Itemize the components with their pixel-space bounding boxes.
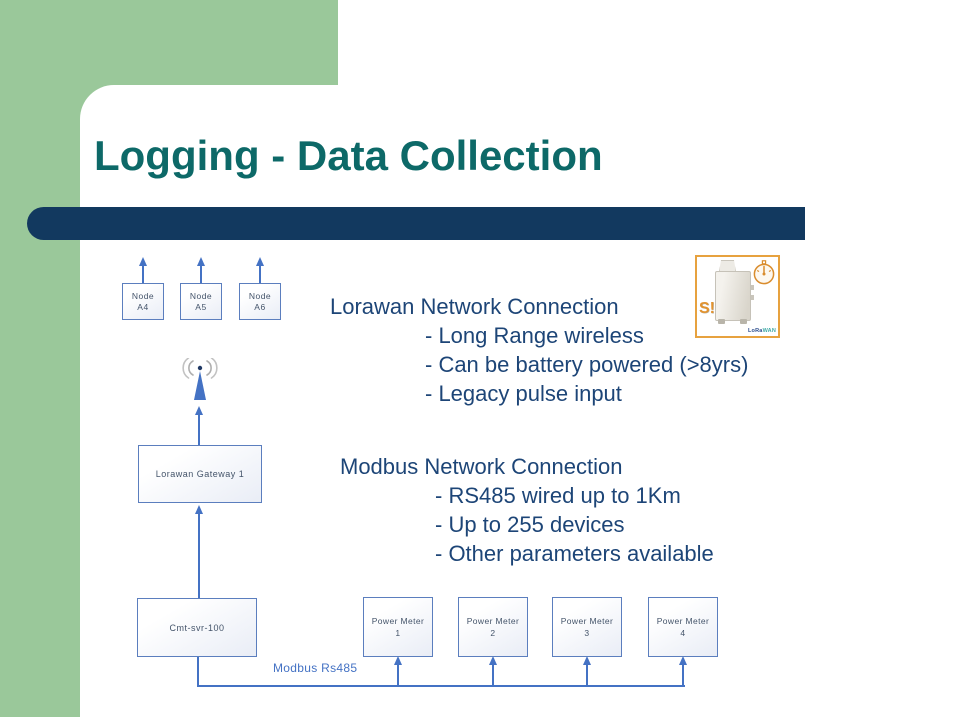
node-name: Node <box>131 290 155 301</box>
up-arrow-icon <box>255 257 264 266</box>
bullet-item: - Can be battery powered (>8yrs) <box>425 352 749 377</box>
up-arrow-icon <box>196 257 205 266</box>
connector-line <box>397 664 399 685</box>
device-photo: S! LoRaWAN <box>695 255 780 338</box>
meter-id: 2 <box>490 628 496 638</box>
radio-waves-icon <box>188 360 194 376</box>
bullet-item: - Long Range wireless <box>425 323 644 348</box>
bullet-item: - RS485 wired up to 1Km <box>435 483 681 508</box>
title-underline-bar <box>27 207 805 240</box>
node-id: A4 <box>137 301 149 312</box>
server-label: Cmt-svr-100 <box>169 622 225 633</box>
device-foot <box>740 319 747 324</box>
bus-label: Modbus Rs485 <box>273 661 358 675</box>
lorawan-section: Lorawan Network Connection - Long Range … <box>330 292 748 408</box>
node-a4-box: Node A4 <box>122 283 164 320</box>
page-title: Logging - Data Collection <box>94 132 603 179</box>
power-meter-2-box: Power Meter 2 <box>458 597 528 657</box>
antenna-icon <box>182 358 218 400</box>
power-meter-3-box: Power Meter 3 <box>552 597 622 657</box>
bullet-item: - Other parameters available <box>435 541 714 566</box>
meter-id: 1 <box>395 628 401 638</box>
up-arrow-icon <box>194 505 203 514</box>
up-arrow-icon <box>678 656 687 665</box>
connector-line <box>586 664 588 685</box>
connector-line <box>198 414 200 445</box>
up-arrow-icon <box>194 406 203 415</box>
node-a5-box: Node A5 <box>180 283 222 320</box>
device-connector <box>751 295 754 300</box>
meter-id: 3 <box>584 628 590 638</box>
meter-id: 4 <box>680 628 686 638</box>
meter-name: Power Meter <box>371 616 425 626</box>
device-connector <box>751 285 754 290</box>
connector-line <box>682 664 685 685</box>
power-meter-1-box: Power Meter 1 <box>363 597 433 657</box>
node-a6-box: Node A6 <box>239 283 281 320</box>
lorawan-logo: LoRaWAN <box>748 328 776 334</box>
node-id: A6 <box>254 301 266 312</box>
connector-line <box>492 664 494 685</box>
device-foot <box>718 319 725 324</box>
connector-line <box>200 265 202 283</box>
node-name: Node <box>248 290 272 301</box>
node-name: Node <box>189 290 213 301</box>
power-meter-4-box: Power Meter 4 <box>648 597 718 657</box>
node-id: A5 <box>195 301 207 312</box>
green-accent-left <box>0 0 80 717</box>
gauge-icon <box>753 260 775 285</box>
up-arrow-icon <box>138 257 147 266</box>
bus-line-horizontal <box>196 684 685 688</box>
device-enclosure <box>715 271 751 321</box>
up-arrow-icon <box>582 656 591 665</box>
bullet-item: - Up to 255 devices <box>435 512 625 537</box>
meter-name: Power Meter <box>656 616 710 626</box>
gateway-label: Lorawan Gateway 1 <box>155 469 245 479</box>
meter-name: Power Meter <box>466 616 520 626</box>
up-arrow-icon <box>488 656 497 665</box>
gateway-box: Lorawan Gateway 1 <box>138 445 262 503</box>
connector-line <box>142 265 144 283</box>
bus-line-vertical <box>196 657 200 687</box>
s-logo: S! <box>699 300 715 317</box>
connector-line <box>259 265 261 283</box>
up-arrow-icon <box>393 656 402 665</box>
meter-name: Power Meter <box>560 616 614 626</box>
lorawan-heading: Lorawan Network Connection <box>330 294 619 319</box>
bullet-item: - Legacy pulse input <box>425 381 622 406</box>
modbus-heading: Modbus Network Connection <box>340 454 623 479</box>
connector-line <box>198 514 200 598</box>
modbus-section: Modbus Network Connection - RS485 wired … <box>340 452 714 568</box>
server-box: Cmt-svr-100 <box>137 598 257 657</box>
